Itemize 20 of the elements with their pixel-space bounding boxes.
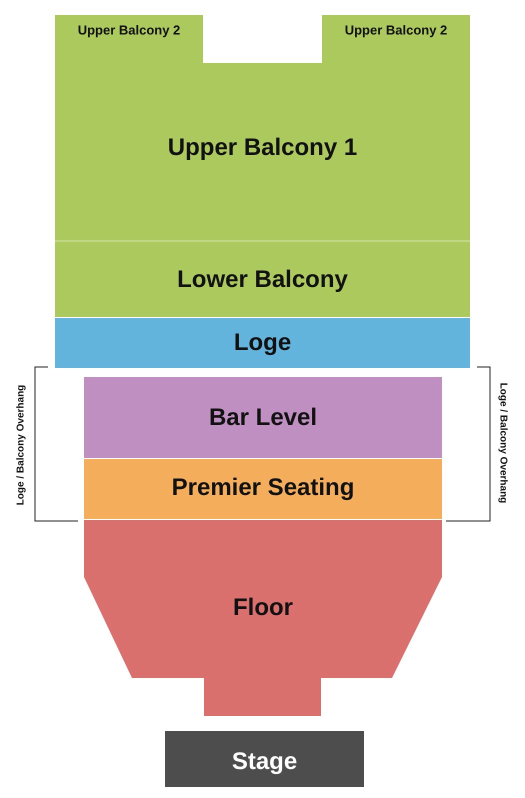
seating-section [55,44,470,241]
bracket-label: Loge / Balcony Overhang [498,382,508,504]
section-label: Premier Seating [172,474,354,502]
section-label: Bar Level [208,404,318,432]
section-label: Lower Balcony [177,266,348,294]
section-label: Loge [234,329,292,357]
section-label: Upper Balcony 2 [344,22,448,38]
seating-section [322,15,470,44]
section-label: Upper Balcony 2 [78,22,180,38]
seating-section [84,377,442,458]
section-label: Stage [232,748,298,776]
seating-section [55,15,203,44]
seating-section [84,459,442,519]
section-label: Upper Balcony 1 [168,134,358,162]
seating-section [55,241,470,317]
bracket-label: Loge / Balcony Overhang [16,384,26,506]
section-label: Floor [233,594,293,622]
seating-section [165,731,364,787]
seating-section [55,318,470,368]
seating-section [84,520,442,716]
